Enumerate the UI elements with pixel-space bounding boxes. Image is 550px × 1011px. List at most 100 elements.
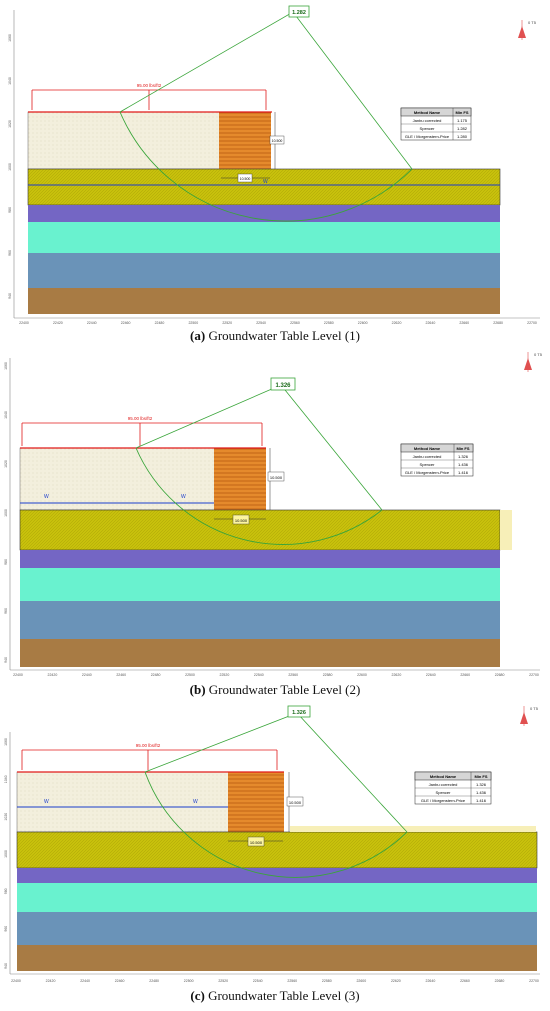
- load-label: 95.00 lbs/ft2: [137, 83, 162, 88]
- table-header-fs: Min FS: [456, 446, 469, 451]
- table-cell: 1.326: [476, 782, 487, 787]
- x-tick-label: 22540: [256, 321, 266, 325]
- load-label: 95.00 lbs/ft2: [136, 743, 161, 748]
- olive-layer: [16, 831, 538, 869]
- y-tick-label: 980: [4, 888, 8, 894]
- table-header-method: Method Name: [414, 446, 441, 451]
- slip-circle: [119, 111, 413, 222]
- x-tick-label: 22400: [13, 673, 23, 677]
- edge-shade: [500, 510, 512, 550]
- x-tick-label: 22520: [222, 321, 232, 325]
- table-cell: 1.436: [476, 790, 487, 795]
- compass-label: 0 T5: [528, 20, 537, 25]
- compass-icon: 0 T5: [520, 706, 539, 726]
- retaining-wall: [228, 772, 284, 832]
- brown-layer: [20, 639, 500, 667]
- x-tick-label: 22500: [185, 673, 195, 677]
- x-tick-label: 22680: [495, 673, 505, 677]
- fill-soil: [19, 447, 216, 511]
- y-tick-label: 940: [8, 293, 12, 299]
- load-label: 95.00 lbs/ft2: [128, 416, 153, 421]
- y-tick-label: 1020: [4, 813, 8, 821]
- caption-text: Groundwater Table Level (3): [204, 988, 360, 1003]
- compass-label: 0 T5: [530, 706, 539, 711]
- table-cell: Spencer: [420, 462, 436, 467]
- x-tick-label: 22580: [323, 673, 333, 677]
- x-tick-label: 22560: [287, 979, 297, 983]
- x-tick-label: 22400: [11, 979, 21, 983]
- table-cell: GLE / Morgenstern-Price: [405, 470, 450, 475]
- table-cell: Spencer: [436, 790, 452, 795]
- brown-layer: [17, 945, 537, 971]
- x-tick-label: 22540: [254, 673, 264, 677]
- x-tick-label: 22500: [184, 979, 194, 983]
- water-table-symbol: W: [193, 799, 198, 805]
- y-tick-label: 960: [4, 608, 8, 614]
- water-table-symbol: W: [263, 179, 268, 185]
- caption-text: Groundwater Table Level (2): [205, 682, 361, 697]
- y-tick-label: 1040: [8, 77, 12, 85]
- x-tick-label: 22600: [356, 979, 366, 983]
- purple-layer: [28, 205, 500, 222]
- table-cell: Spencer: [420, 126, 436, 131]
- x-tick-label: 22640: [426, 321, 436, 325]
- y-tick-label: 980: [4, 559, 8, 565]
- caption-letter: (b): [189, 682, 206, 697]
- y-tick-label: 940: [4, 963, 8, 969]
- fs-value: 1.326: [275, 383, 291, 389]
- table-cell: 1.416: [458, 470, 469, 475]
- compass-icon: 0 T5: [524, 352, 543, 372]
- water-table-symbol: W: [44, 799, 49, 805]
- steel-layer: [20, 601, 500, 639]
- table-cell: GLE / Morgenstern-Price: [405, 134, 450, 139]
- x-tick-label: 22680: [493, 321, 503, 325]
- retaining-wall: [214, 448, 266, 510]
- results-table: Method Name Min FS Janbu corrected 1.326…: [414, 771, 492, 805]
- x-tick-label: 22700: [529, 979, 539, 983]
- caption-a: (a) Groundwater Table Level (1): [0, 328, 550, 344]
- y-tick-label: 1060: [4, 362, 8, 370]
- aqua-layer: [17, 883, 537, 912]
- fill-soil: [16, 771, 230, 833]
- table-cell: 1.436: [458, 462, 469, 467]
- dim-width-label: 10.500: [235, 518, 248, 523]
- x-tick-label: 22480: [155, 321, 165, 325]
- table-cell: Janbu corrected: [413, 118, 442, 123]
- table-cell: 1.282: [457, 126, 468, 131]
- fs-box: [270, 377, 296, 391]
- olive-layer: [27, 168, 501, 206]
- caption-c: (c) Groundwater Table Level (3): [0, 988, 550, 1004]
- x-tick-label: 22700: [527, 321, 537, 325]
- x-tick-label: 22440: [80, 979, 90, 983]
- x-tick-label: 22540: [253, 979, 263, 983]
- fs-value: 1.326: [292, 710, 306, 716]
- x-tick-label: 22520: [218, 979, 228, 983]
- compass-label: 0 T5: [534, 352, 543, 357]
- caption-letter: (c): [190, 988, 205, 1003]
- x-tick-label: 22620: [392, 321, 402, 325]
- table-cell: 1.175: [457, 118, 468, 123]
- x-tick-label: 22600: [357, 673, 367, 677]
- y-tick-label: 1060: [8, 34, 12, 42]
- x-tick-label: 22500: [188, 321, 198, 325]
- x-tick-label: 22680: [495, 979, 505, 983]
- x-tick-label: 22460: [115, 979, 125, 983]
- steel-layer: [17, 912, 537, 945]
- table-cell: 1.280: [457, 134, 468, 139]
- y-tick-label: 1000: [4, 509, 8, 517]
- aqua-layer: [20, 568, 500, 601]
- aqua-layer: [28, 222, 500, 253]
- y-tick-label: 960: [4, 926, 8, 932]
- y-tick-label: 1020: [4, 460, 8, 468]
- y-tick-label: 980: [8, 207, 12, 213]
- x-tick-label: 22660: [460, 673, 470, 677]
- x-tick-label: 22660: [460, 979, 470, 983]
- table-header-method: Method Name: [414, 110, 441, 115]
- fs-box: [288, 5, 310, 18]
- slip-circle: [135, 447, 383, 545]
- x-tick-label: 22420: [53, 321, 63, 325]
- y-tick-label: 1040: [4, 411, 8, 419]
